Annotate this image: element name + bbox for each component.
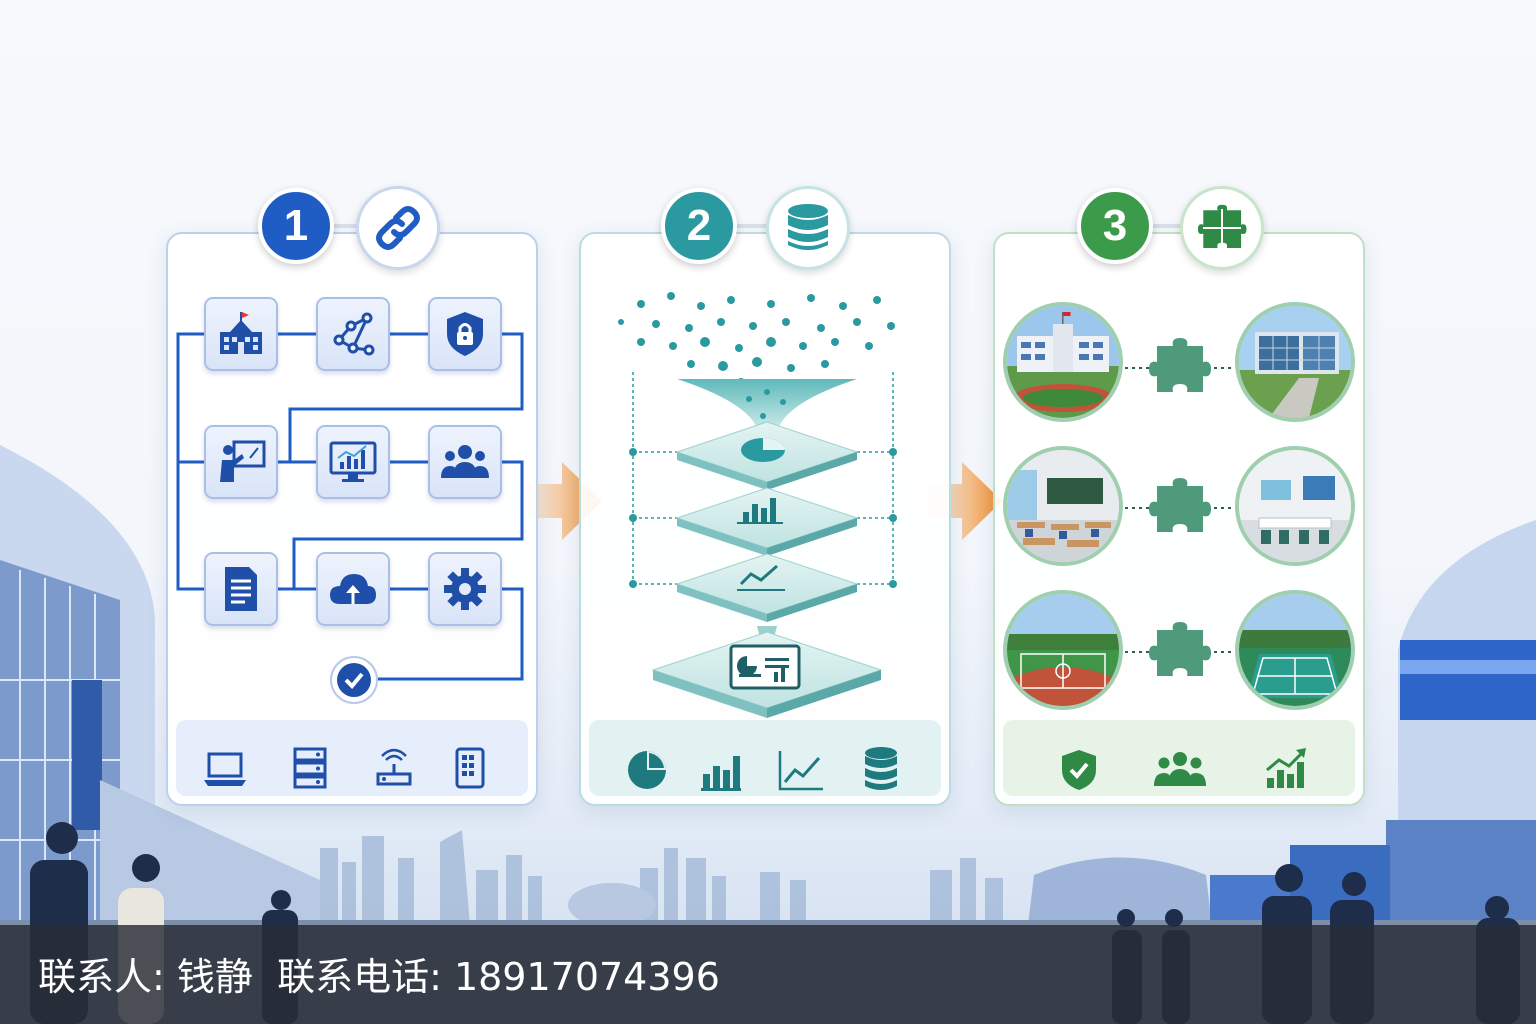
tile-monitor xyxy=(316,425,390,499)
footer-pie-chart-icon xyxy=(628,751,666,789)
badge-connector-3 xyxy=(1146,224,1186,228)
tile-users xyxy=(428,425,502,499)
connection-lines xyxy=(1125,338,1235,676)
contact-person: 联系人: 钱静 xyxy=(38,955,253,999)
tablet-icon xyxy=(455,747,485,789)
teacher-board-icon xyxy=(220,440,266,482)
shield-lock-icon xyxy=(447,312,483,356)
monitor-chart-icon xyxy=(329,441,377,482)
tile-document xyxy=(204,552,278,626)
tile-school xyxy=(204,297,278,371)
badge-connector-2 xyxy=(732,224,772,228)
document-icon xyxy=(225,567,257,611)
school-icon xyxy=(220,312,262,354)
report-icon xyxy=(729,644,801,690)
contact-phone: 联系电话: 18917074396 xyxy=(277,955,720,999)
step-2-icon-badge xyxy=(766,186,850,270)
city-skyline xyxy=(320,830,1003,928)
check-circle-icon xyxy=(337,663,371,697)
step-1-badge: 1 xyxy=(258,188,334,264)
contact-info: 联系人: 钱静 联系电话: 18917074396 xyxy=(38,946,720,1001)
contact-bar xyxy=(0,925,1536,1024)
cloud-upload-icon xyxy=(330,574,376,604)
stadium-dome xyxy=(568,883,656,927)
shield-check-icon xyxy=(1062,750,1096,790)
tile-network xyxy=(316,297,390,371)
badge-connector-1 xyxy=(320,224,360,228)
completion-check xyxy=(330,656,378,704)
line-chart-icon xyxy=(737,564,785,591)
step-1-icon-badge xyxy=(356,186,440,270)
puzzle-piece-1 xyxy=(1149,338,1211,392)
panel-step-1 xyxy=(166,232,538,806)
panel-step-3 xyxy=(993,232,1365,806)
network-nodes-icon xyxy=(333,312,375,356)
right-building xyxy=(1210,520,1536,925)
router-icon xyxy=(376,748,412,786)
data-funnel-graphic xyxy=(618,292,897,718)
step-2-badge: 2 xyxy=(661,188,737,264)
gear-icon xyxy=(444,568,486,610)
footer-bar-chart-icon xyxy=(701,756,741,791)
database-icon xyxy=(788,204,828,250)
panel-step-2 xyxy=(579,232,951,806)
sports-field-photo xyxy=(1003,590,1123,710)
layer-1 xyxy=(675,421,859,490)
classroom-photo xyxy=(1003,446,1123,566)
bar-chart-icon xyxy=(737,498,783,524)
arena-building xyxy=(1028,857,1212,925)
puzzle-icon xyxy=(1197,204,1247,248)
process-arrow-2 xyxy=(922,462,1002,540)
tile-cloud xyxy=(316,552,390,626)
laptop-icon xyxy=(204,752,246,786)
footer-user-group-icon xyxy=(1154,752,1206,786)
flow-lines xyxy=(176,328,524,773)
left-building xyxy=(0,445,320,925)
tile-settings xyxy=(428,552,502,626)
tile-teacher xyxy=(204,425,278,499)
link-icon xyxy=(376,206,420,250)
layer-3 xyxy=(675,553,859,622)
step-3-badge: 3 xyxy=(1077,188,1153,264)
step-3-icon-badge xyxy=(1180,186,1264,270)
data-particles xyxy=(618,292,895,388)
growth-chart-icon xyxy=(1266,748,1306,788)
modern-building-photo xyxy=(1235,302,1355,422)
puzzle-piece-2 xyxy=(1149,478,1211,532)
footer-database-icon xyxy=(865,747,897,790)
tile-security xyxy=(428,297,502,371)
campus-building-photo xyxy=(1003,302,1123,422)
user-group-icon xyxy=(441,445,489,478)
pie-chart-icon xyxy=(741,438,785,462)
smart-classroom-photo xyxy=(1235,446,1355,566)
footer-line-chart-icon xyxy=(778,751,823,791)
puzzle-piece-3 xyxy=(1149,622,1211,676)
tennis-court-photo xyxy=(1235,590,1355,710)
server-icon xyxy=(293,747,327,789)
